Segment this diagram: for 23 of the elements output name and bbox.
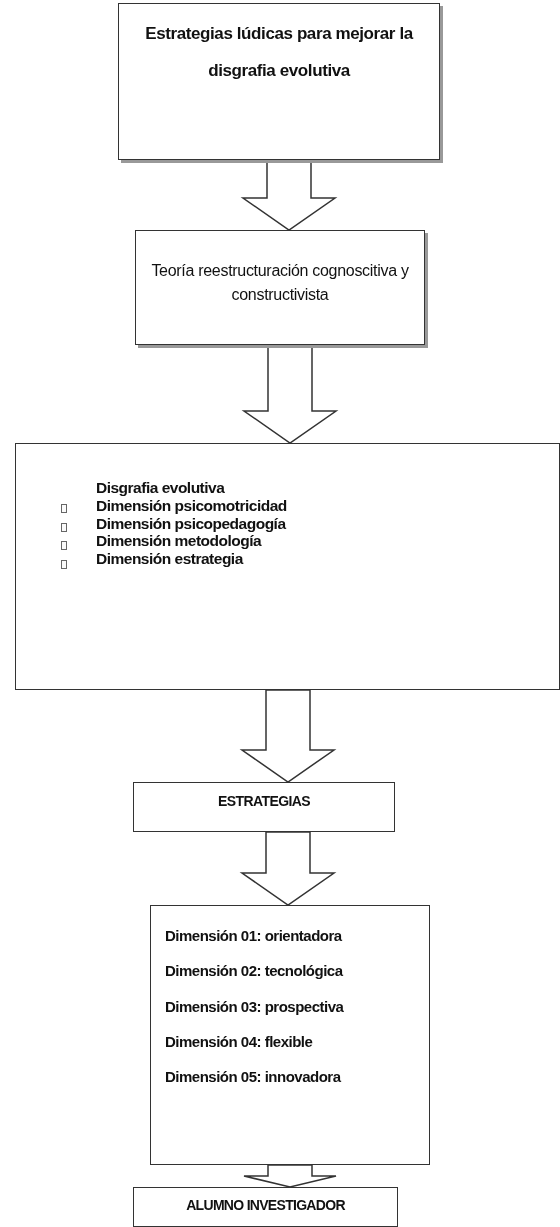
box-text: Dimensión 02: tecnológica (165, 961, 343, 982)
box-text: Dimensión estrategia (96, 550, 243, 569)
box-text: Dimensión 05: innovadora (165, 1067, 341, 1087)
box-text: Dimensión 04: flexible (165, 1031, 313, 1052)
block-arrow (243, 1164, 337, 1188)
box-text: ALUMNO INVESTIGADOR (186, 1196, 345, 1214)
block-arrow (239, 689, 337, 783)
box-text: Teoría reestructuración cognoscitiva y constructivista (150, 260, 410, 305)
box-text: Dimensión psicomotricidad (96, 496, 287, 515)
box-text: Estrategias lúdicas para mejorar la disgrafia evolutiva (144, 23, 415, 82)
process-box (118, 3, 440, 160)
block-arrow (239, 831, 337, 906)
process-box (135, 230, 425, 345)
box-text: Dimensión psicopedagogía (96, 514, 286, 533)
process-box (150, 905, 430, 1165)
process-box (15, 443, 560, 690)
box-text: Disgrafia evolutiva (96, 479, 225, 497)
box-text: Dimensión metodología (96, 532, 262, 551)
process-box (133, 1187, 398, 1227)
box-text: Dimensión 01: orientadora (165, 926, 342, 946)
process-box (133, 782, 395, 832)
box-text: Dimensión 03: prospectiva (165, 996, 344, 1017)
box-text: ESTRATEGIAS (218, 792, 310, 810)
